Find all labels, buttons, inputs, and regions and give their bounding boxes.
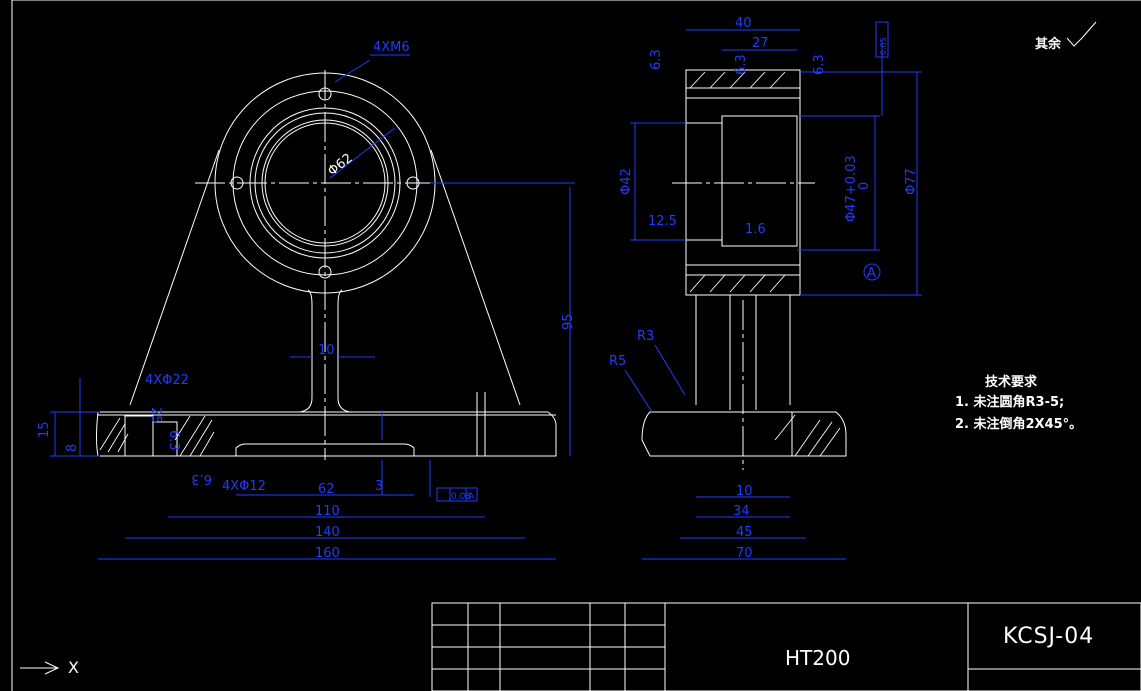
dim-h3: 3 [375,479,383,494]
tech-item-2: 2. 未注倒角2X45°。 [955,416,1082,432]
drawing-frame [11,0,1141,691]
dim-w110: 110 [315,504,340,519]
side-dimensions: 40 27 6.3 6.3 6.3 0.05 Φ42 12.5 1.6 Φ47+… [609,16,922,561]
front-dimensions: 4XM6 Φ62 10 95 4XΦ22 25 6.3 6.3 15 8 4XΦ… [37,40,576,561]
dim-d47b: 0 [857,182,872,190]
dim-w62: 62 [318,482,335,497]
dim-w140: 140 [315,525,340,540]
tech-requirements: 技术要求 1. 未注圆角R3-5; 2. 未注倒角2X45°。 [955,374,1082,432]
axis-x-label: X [68,658,79,677]
dim-w27: 27 [752,36,769,51]
dim-d47: Φ47+0.03 [844,155,859,222]
dim-w45: 45 [736,525,753,540]
dim-h15: 15 [37,421,52,438]
dim-r25: 25 [148,407,163,424]
roughness-note: 其余 [1035,21,1097,52]
dim-w70: 70 [736,546,753,561]
dim-rad3: R3 [637,329,654,344]
dim-w40: 40 [735,16,752,31]
dim-datumA: A [867,266,876,281]
dim-r63e: 6.3 [812,54,827,75]
dim-d42: Φ42 [619,168,634,195]
side-view [641,69,847,470]
dim-rad5: R5 [609,354,626,369]
dim-thread: 4XM6 [373,40,410,55]
dim-r125: 12.5 [648,214,677,229]
dim-holes12: 4XΦ12 [222,479,266,494]
dim-r63d: 6.3 [734,54,749,75]
dim-h8: 8 [65,444,80,452]
tech-title: 技术要求 [985,374,1038,390]
dim-d77: Φ77 [904,168,919,195]
front-view [96,70,557,460]
drawing-number: KCSJ-04 [1003,624,1094,649]
dim-r63a: 6.3 [166,430,181,451]
dim-holes22: 4XΦ22 [145,373,189,388]
material-label: HT200 [785,646,850,670]
dim-w160: 160 [315,546,340,561]
dim-r63c: 6.3 [649,49,664,70]
dim-tol: 0.05 [879,37,888,55]
dim-datum: A [468,492,475,502]
dim-w34: 34 [733,504,750,519]
dim-r63b: 6.3 [191,471,212,486]
dim-h95: 95 [561,313,576,330]
title-block: HT200 KCSJ-04 [431,602,1141,691]
tech-item-1: 1. 未注圆角R3-5; [955,394,1064,410]
dim-bore: Φ62 [325,151,355,179]
ucs-axis-icon: X [20,658,79,677]
dim-flatness: 0.08 [451,492,471,502]
dim-r16: 1.6 [745,222,766,237]
dim-w10: 10 [318,343,335,358]
roughness-label: 其余 [1035,36,1062,52]
dim-w10b: 10 [736,484,753,499]
